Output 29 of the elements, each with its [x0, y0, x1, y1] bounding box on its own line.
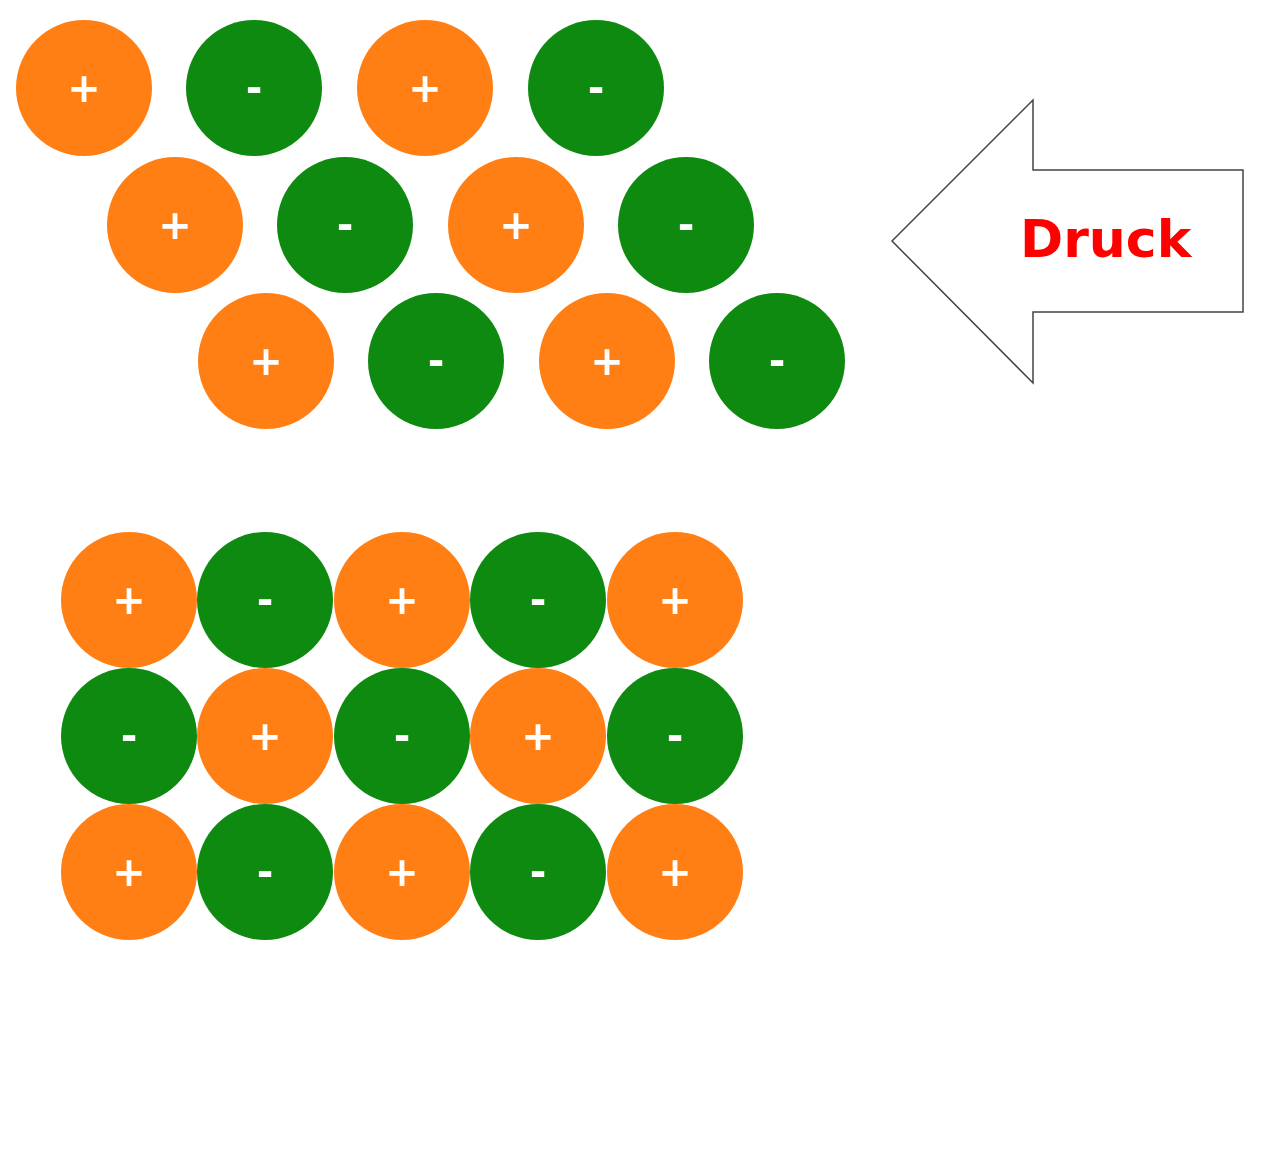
charge-sign: +: [658, 580, 692, 620]
charge-sign: -: [120, 716, 138, 756]
charge-sign: +: [158, 205, 192, 245]
arrow-label: Druck: [1020, 213, 1192, 265]
charge-sign: -: [677, 205, 695, 245]
charge-sign: +: [521, 716, 555, 756]
charge-sign: +: [385, 580, 419, 620]
charge-sign: +: [249, 341, 283, 381]
charge-sign: +: [499, 205, 533, 245]
charge-sign: -: [529, 580, 547, 620]
charge-sign: +: [67, 68, 101, 108]
charge-sign: -: [256, 580, 274, 620]
charge-sign: +: [385, 852, 419, 892]
charge-sign: -: [427, 341, 445, 381]
charge-sign: -: [256, 852, 274, 892]
charge-sign: -: [529, 852, 547, 892]
charge-sign: +: [408, 68, 442, 108]
charge-sign: -: [666, 716, 684, 756]
charge-sign: +: [248, 716, 282, 756]
charge-sign: +: [112, 852, 146, 892]
charge-sign: +: [658, 852, 692, 892]
charge-sign: -: [393, 716, 411, 756]
charge-sign: -: [587, 68, 605, 108]
block-arrow: [890, 98, 1246, 386]
charge-sign: -: [245, 68, 263, 108]
charge-sign: +: [112, 580, 146, 620]
charge-sign: -: [768, 341, 786, 381]
charge-sign: -: [336, 205, 354, 245]
charge-sign: +: [590, 341, 624, 381]
